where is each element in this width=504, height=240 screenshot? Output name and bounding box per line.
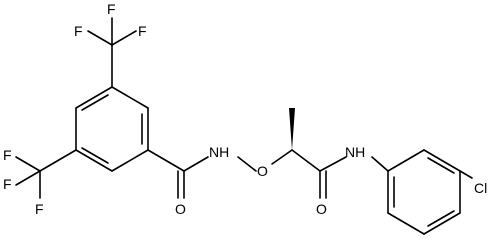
bond	[237, 156, 257, 172]
bond	[423, 149, 461, 172]
bonds	[15, 17, 473, 235]
atom-label-o: O	[175, 201, 186, 217]
atom-label-f: F	[74, 23, 83, 39]
bond	[87, 30, 113, 46]
bond	[271, 149, 293, 165]
bond	[459, 170, 473, 179]
bond	[427, 210, 455, 227]
bond	[387, 212, 425, 235]
bond	[427, 157, 455, 174]
atom-label-f: F	[138, 23, 147, 39]
atom-label-cl: Cl	[474, 180, 487, 196]
bond	[81, 94, 109, 111]
bond	[387, 149, 425, 172]
bond	[81, 147, 109, 164]
bond	[111, 149, 149, 172]
atom-label-o: O	[257, 163, 268, 179]
atom-label-f: F	[3, 176, 12, 192]
atom-label-nh: NH	[209, 144, 229, 160]
bond	[371, 156, 389, 172]
atom-label-f: F	[35, 201, 44, 217]
bond	[75, 149, 113, 172]
bond	[147, 149, 185, 172]
bond	[183, 156, 209, 172]
bond	[15, 170, 41, 186]
atom-label-nh: NH	[345, 144, 365, 160]
atom-label-f: F	[107, 1, 116, 17]
bond	[423, 212, 461, 235]
bond	[319, 156, 347, 172]
bond	[15, 156, 41, 172]
bond	[111, 30, 137, 46]
wedge-bond	[289, 108, 295, 150]
bond	[39, 149, 77, 172]
bond	[75, 86, 113, 109]
atom-labels: F F F F F F O NH O NH O Cl	[3, 1, 487, 217]
bond	[111, 86, 149, 109]
atom-label-f: F	[3, 147, 12, 163]
atom-label-o: O	[316, 201, 327, 217]
bond	[291, 149, 321, 172]
